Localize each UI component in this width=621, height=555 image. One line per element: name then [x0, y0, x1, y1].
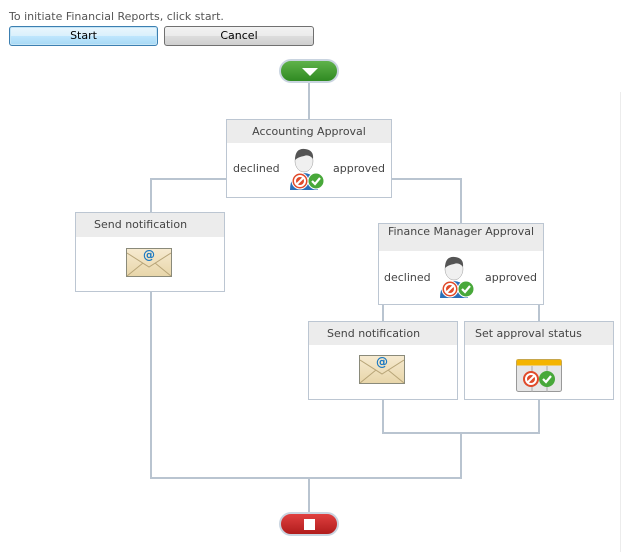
- connector-line: [460, 432, 462, 479]
- set-approval-status-step[interactable]: Set approval status: [464, 321, 614, 400]
- start-button[interactable]: Start: [9, 26, 158, 46]
- approved-label[interactable]: approved: [485, 271, 537, 284]
- connector-line: [150, 178, 152, 213]
- user-approval-icon: [440, 256, 475, 298]
- send-notification-step-left[interactable]: Send notification @: [75, 212, 225, 292]
- user-approval-icon: [290, 148, 325, 190]
- instruction-text: To initiate Financial Reports, click sta…: [9, 10, 224, 23]
- connector-line: [382, 304, 384, 321]
- send-notification-step-right[interactable]: Send notification @: [308, 321, 458, 400]
- connector-line: [538, 399, 540, 434]
- connector-line: [391, 178, 462, 180]
- finance-manager-approval-step[interactable]: Finance Manager Approval declined approv…: [378, 223, 544, 305]
- step-title: Finance Manager Approval: [379, 224, 543, 251]
- declined-label[interactable]: declined: [384, 271, 431, 284]
- email-envelope-icon: @: [126, 248, 172, 277]
- play-down-arrow-icon: [302, 68, 318, 76]
- connector-line: [382, 399, 384, 434]
- connector-line: [460, 178, 462, 223]
- connector-line: [308, 477, 310, 513]
- approval-status-calendar-icon: [516, 359, 562, 392]
- stop-square-icon: [304, 519, 315, 530]
- step-title: Accounting Approval: [227, 120, 391, 143]
- declined-label[interactable]: declined: [233, 162, 280, 175]
- workflow-start-node[interactable]: [279, 59, 339, 83]
- connector-line: [150, 178, 227, 180]
- step-title: Send notification: [76, 213, 224, 237]
- cancel-button[interactable]: Cancel: [164, 26, 314, 46]
- connector-line: [538, 304, 540, 321]
- accounting-approval-step[interactable]: Accounting Approval declined approved: [226, 119, 392, 198]
- connector-line: [308, 83, 310, 120]
- connector-line: [150, 291, 152, 479]
- step-title: Send notification: [309, 322, 457, 345]
- workflow-end-node[interactable]: [279, 512, 339, 536]
- approved-label[interactable]: approved: [333, 162, 385, 175]
- connector-line: [150, 477, 462, 479]
- step-title: Set approval status: [465, 322, 613, 345]
- email-envelope-icon: @: [359, 355, 405, 384]
